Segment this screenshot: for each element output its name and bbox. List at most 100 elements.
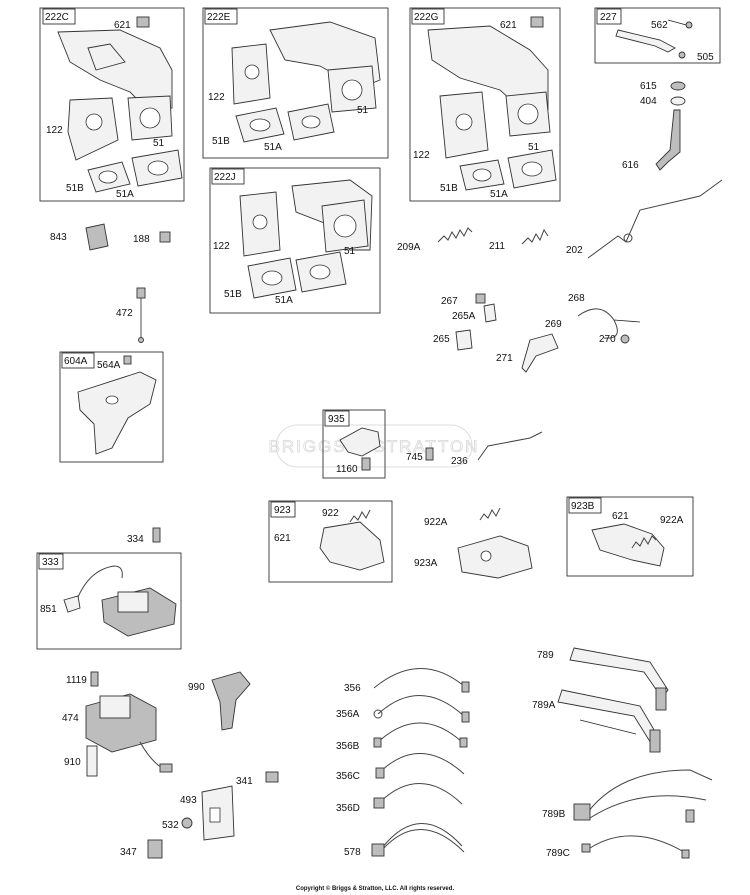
switch-347-group[interactable]: 347 bbox=[120, 839, 163, 859]
control-plate-923a bbox=[457, 535, 533, 579]
harness-578-group[interactable]: 578 bbox=[344, 823, 465, 858]
governor-crank-group[interactable]: 615 404 616 bbox=[622, 81, 686, 171]
part-269-group[interactable]: 269 bbox=[545, 319, 562, 330]
link-236-group[interactable]: 236 bbox=[451, 431, 543, 467]
kit-935-label: 935 bbox=[328, 414, 345, 425]
harness-356b-group[interactable]: 356B bbox=[336, 722, 468, 752]
kit-222g-box[interactable]: 222G 621 122 51 51B 51A bbox=[409, 7, 561, 202]
screw-267 bbox=[475, 293, 486, 304]
part-label-51: 51 bbox=[153, 138, 165, 149]
harness-356-group[interactable]: 356 bbox=[344, 668, 470, 694]
kit-604a-box[interactable]: 604A 564A bbox=[59, 351, 164, 463]
part-265a-group[interactable]: 265A bbox=[452, 303, 497, 323]
armature-coil bbox=[99, 695, 131, 719]
part-label-472: 472 bbox=[116, 308, 133, 319]
part-label-474: 474 bbox=[62, 713, 79, 724]
control-bracket-923b bbox=[591, 523, 665, 567]
fitting-472-head bbox=[136, 287, 146, 299]
screw-334-group[interactable]: 334 bbox=[127, 527, 161, 545]
kit-923-box[interactable]: 923 922 621 bbox=[268, 500, 393, 583]
spacer-910 bbox=[86, 745, 98, 777]
part-label-922: 922 bbox=[322, 508, 339, 519]
part-label-267: 267 bbox=[441, 296, 458, 307]
kit-222j-label: 222J bbox=[214, 172, 236, 183]
nut-270-group[interactable]: 270 bbox=[599, 334, 630, 345]
part-label-236: 236 bbox=[451, 456, 468, 467]
harness-356d-group[interactable]: 356D bbox=[336, 783, 463, 814]
kit-333-box[interactable]: 333 851 bbox=[36, 552, 182, 650]
harness-578 bbox=[381, 823, 463, 849]
nut-532-group[interactable]: 532 bbox=[162, 817, 193, 831]
kit-935-box[interactable]: 935 1160 bbox=[322, 409, 386, 479]
nut-270 bbox=[620, 334, 630, 344]
spring-211-group[interactable]: 211 bbox=[489, 228, 549, 252]
part-label-621-923: 621 bbox=[274, 533, 291, 544]
ignition-990-group[interactable]: 990 bbox=[188, 671, 251, 731]
control-bracket-923 bbox=[319, 521, 385, 571]
kit-222e-label: 222E bbox=[207, 12, 231, 23]
part-265-group[interactable]: 265 bbox=[433, 329, 473, 351]
spark-boot-851 bbox=[63, 595, 81, 613]
link-202-group[interactable]: 202 bbox=[566, 179, 723, 259]
lever-271 bbox=[521, 333, 559, 373]
harness-789c-group[interactable]: 789C bbox=[546, 835, 690, 859]
link-rod-202 bbox=[587, 179, 723, 259]
kit-227-box[interactable]: 227 562 505 bbox=[594, 7, 721, 64]
deflector-604a bbox=[77, 371, 157, 455]
part-label-271: 271 bbox=[496, 353, 513, 364]
spring-211 bbox=[521, 228, 549, 245]
part-label-51b-222e: 51B bbox=[212, 136, 230, 147]
armature-474-group[interactable]: 474 bbox=[62, 693, 173, 773]
kit-604a-label: 604A bbox=[64, 356, 88, 367]
harness-356c-group[interactable]: 356C bbox=[336, 753, 465, 782]
part-label-923a: 923A bbox=[414, 558, 438, 569]
harness-789b-group[interactable]: 789B bbox=[542, 769, 713, 823]
part-843-group[interactable]: 843 bbox=[50, 223, 109, 251]
part-188-group[interactable]: 188 bbox=[133, 231, 171, 245]
spacer-910-group[interactable]: 910 bbox=[64, 745, 98, 777]
part-label-51a-222j: 51A bbox=[275, 295, 293, 306]
part-label-269: 269 bbox=[545, 319, 562, 330]
screw-1119 bbox=[90, 671, 99, 687]
part-label-621-222g: 621 bbox=[500, 20, 517, 31]
spark-plug-lead bbox=[75, 565, 123, 603]
part-label-745: 745 bbox=[406, 452, 423, 463]
part-label-211: 211 bbox=[489, 241, 505, 252]
part-label-789a: 789A bbox=[532, 700, 556, 711]
harness-789a-group[interactable]: 789A bbox=[532, 689, 661, 753]
screw-745-group[interactable]: 745 bbox=[406, 447, 434, 463]
harness-789-group[interactable]: 789 bbox=[537, 647, 669, 711]
bracket-923a-group[interactable]: 922A 923A bbox=[414, 507, 533, 579]
cable-268-group[interactable]: 268 bbox=[568, 293, 641, 339]
kit-222j-box[interactable]: 222J 122 51 51B 51A bbox=[209, 167, 381, 314]
bushing-843 bbox=[85, 223, 109, 251]
harness-356b bbox=[377, 722, 463, 743]
spring-209a-group[interactable]: 209A bbox=[397, 227, 473, 253]
screw-1119-group[interactable]: 1119 bbox=[66, 671, 99, 687]
part-label-1160: 1160 bbox=[336, 464, 358, 475]
screw-188 bbox=[159, 231, 171, 243]
part-label-1119: 1119 bbox=[66, 675, 87, 686]
plate-493-group[interactable]: 493 bbox=[180, 785, 235, 841]
kit-222c-box[interactable]: 222C 621 122 51 51B 51A bbox=[39, 7, 185, 202]
screw-1160 bbox=[361, 457, 371, 471]
control-bracket-935 bbox=[339, 427, 381, 457]
part-label-122: 122 bbox=[46, 125, 63, 136]
kit-923b-box[interactable]: 923B 621 922A bbox=[566, 496, 694, 577]
part-472-group[interactable]: 472 bbox=[116, 287, 146, 343]
harness-356d bbox=[379, 783, 463, 805]
part-label-188: 188 bbox=[133, 234, 150, 245]
part-label-851: 851 bbox=[40, 604, 57, 615]
seal-404 bbox=[670, 96, 686, 106]
part-267-group[interactable]: 267 bbox=[441, 293, 486, 307]
part-label-122-222e: 122 bbox=[208, 92, 225, 103]
lever-271-group[interactable]: 271 bbox=[496, 333, 559, 373]
part-label-356b: 356B bbox=[336, 741, 360, 752]
part-label-990: 990 bbox=[188, 682, 205, 693]
kit-227-label: 227 bbox=[600, 12, 617, 23]
part-label-356c: 356C bbox=[336, 771, 360, 782]
harness-356a-group[interactable]: 356A bbox=[336, 695, 470, 723]
part-label-51b-222j: 51B bbox=[224, 289, 242, 300]
switch-341-group[interactable]: 341 bbox=[236, 771, 279, 787]
kit-222e-box[interactable]: 222E 122 51 51B 51A bbox=[202, 7, 389, 159]
